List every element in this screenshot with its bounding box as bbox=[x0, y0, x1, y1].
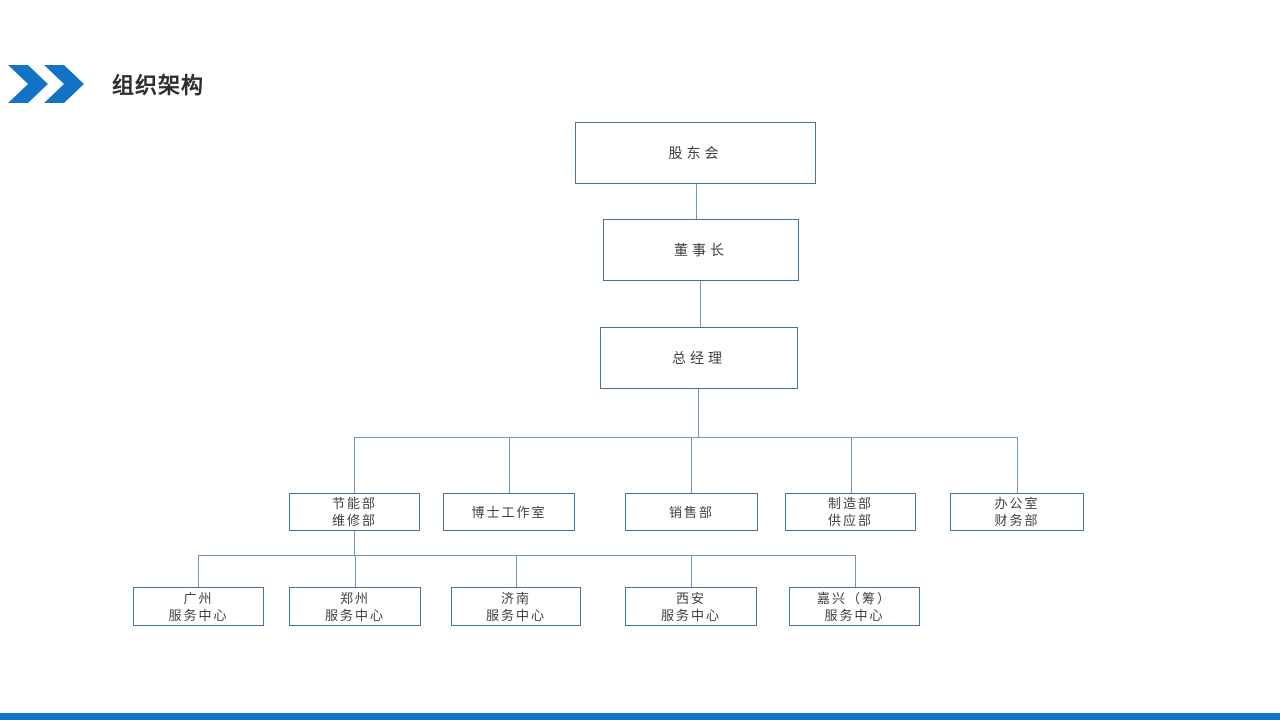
org-node-department: 制造部 供应部 bbox=[785, 493, 916, 531]
bottom-accent-bar bbox=[0, 713, 1280, 720]
org-node-label: 服务中心 bbox=[168, 607, 229, 623]
connector-line bbox=[198, 555, 199, 587]
org-node-label: 博士工作室 bbox=[471, 504, 547, 520]
org-node-label: 财务部 bbox=[994, 513, 1040, 528]
org-node-department: 博士工作室 bbox=[443, 493, 575, 531]
org-node-general-manager: 总经理 bbox=[600, 327, 798, 389]
org-node-service-center: 郑州 服务中心 bbox=[289, 587, 421, 626]
connector-line bbox=[700, 281, 701, 327]
org-node-label: 供应部 bbox=[827, 513, 873, 528]
org-node-label: 西安 bbox=[675, 590, 706, 606]
connector-line bbox=[696, 184, 697, 219]
org-node-service-center: 广州 服务中心 bbox=[133, 587, 264, 626]
org-node-label: 制造部 bbox=[827, 496, 873, 511]
org-node-label: 服务中心 bbox=[324, 607, 385, 623]
org-node-label: 办公室 bbox=[994, 496, 1040, 511]
org-node-label: 广州 bbox=[183, 590, 214, 606]
org-node-department: 节能部 维修部 bbox=[289, 493, 420, 531]
org-node-label: 郑州 bbox=[339, 590, 370, 606]
connector-line bbox=[354, 531, 355, 555]
org-node-service-center: 济南 服务中心 bbox=[451, 587, 581, 626]
connector-line bbox=[855, 555, 856, 587]
connector-line bbox=[691, 437, 692, 493]
connector-line bbox=[691, 555, 692, 587]
org-node-label: 节能部 bbox=[331, 496, 377, 511]
connector-line bbox=[516, 555, 517, 587]
org-node-label: 嘉兴（筹） bbox=[816, 590, 892, 606]
org-node-label: 服务中心 bbox=[660, 607, 721, 623]
connector-line bbox=[198, 555, 855, 556]
connector-line bbox=[355, 555, 356, 587]
org-node-label: 济南 bbox=[500, 590, 531, 606]
page-title: 组织架构 bbox=[112, 73, 205, 98]
org-node-label: 总经理 bbox=[672, 349, 726, 366]
org-node-department: 办公室 财务部 bbox=[950, 493, 1084, 531]
org-node-chairman: 董事长 bbox=[603, 219, 799, 281]
connector-line bbox=[354, 437, 355, 493]
org-node-label: 股东会 bbox=[668, 144, 723, 161]
connector-line bbox=[509, 437, 510, 493]
org-node-shareholders: 股东会 bbox=[575, 122, 816, 184]
connector-line bbox=[851, 437, 852, 493]
org-node-label: 服务中心 bbox=[824, 607, 885, 623]
org-node-label: 董事长 bbox=[674, 241, 728, 258]
org-node-service-center: 西安 服务中心 bbox=[625, 587, 757, 626]
org-node-department: 销售部 bbox=[625, 493, 758, 531]
double-right-chevron-icon bbox=[8, 65, 48, 103]
org-node-label: 服务中心 bbox=[485, 607, 546, 623]
connector-line bbox=[354, 437, 1017, 438]
connector-line bbox=[1017, 437, 1018, 493]
org-node-label: 维修部 bbox=[331, 513, 377, 528]
connector-line bbox=[698, 389, 699, 437]
org-node-label: 销售部 bbox=[668, 504, 714, 520]
double-right-chevron-icon bbox=[44, 65, 84, 103]
org-node-service-center: 嘉兴（筹） 服务中心 bbox=[789, 587, 920, 626]
